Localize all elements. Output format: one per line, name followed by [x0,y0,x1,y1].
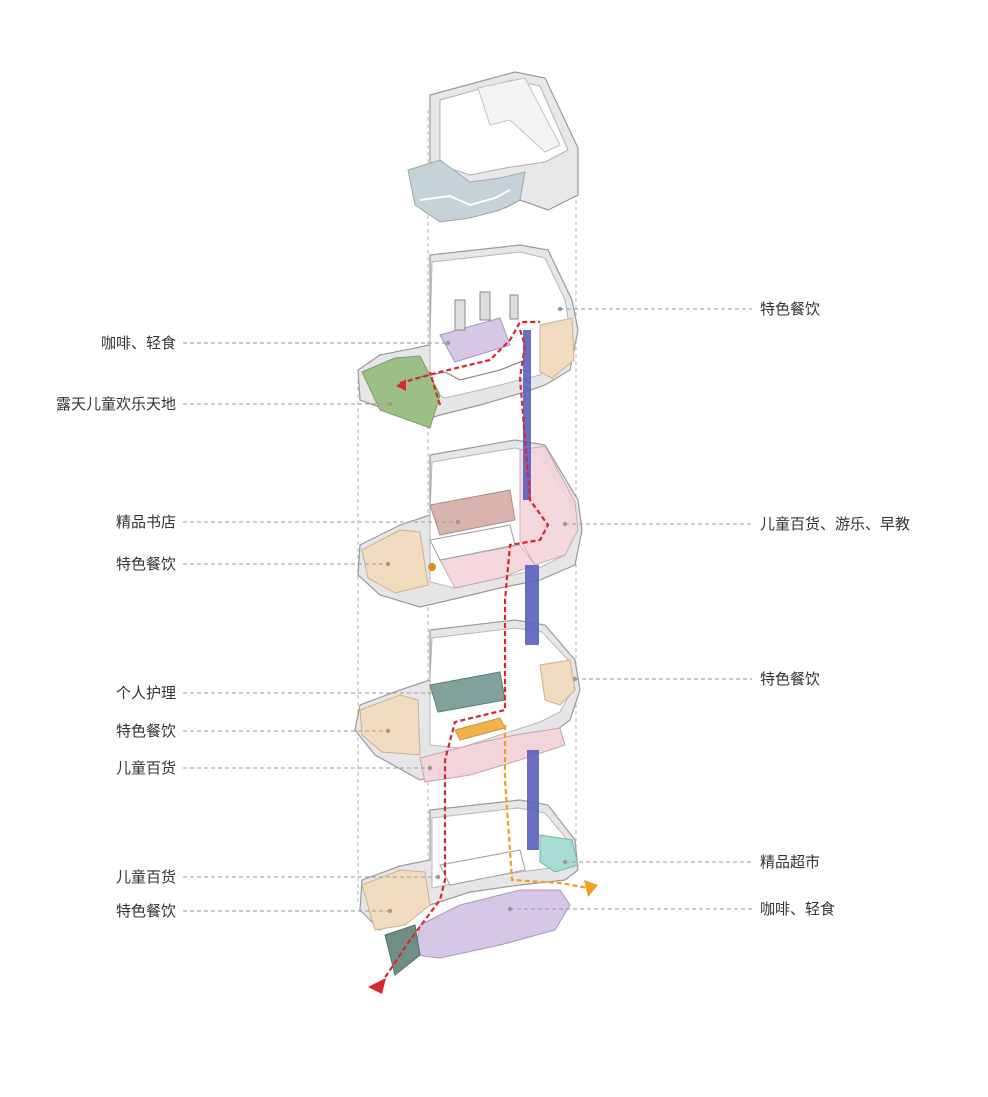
label-specialty-dining-f3-left: 特色餐饮 [115,555,176,573]
label-boutique-bookstore: 精品书店 [115,513,176,531]
label-kids-department-f2: 儿童百货 [115,759,176,777]
projection-guides [357,110,577,905]
level-3 [357,439,583,608]
red-circulation-route [379,320,550,986]
entry-arrow-red [368,978,386,994]
orange-circulation-route [503,725,589,890]
elevator-shaft [523,330,539,850]
level-2 [354,619,581,783]
label-specialty-dining-f1-left: 特色餐饮 [115,902,176,920]
arrowhead-red-left [396,379,406,391]
label-boutique-supermarket: 精品超市 [760,853,821,871]
level-4 [357,244,579,429]
leader-lines [183,308,752,912]
label-kids-department-f1: 儿童百货 [115,868,176,886]
label-outdoor-kids-park: 露天儿童欢乐天地 [55,395,176,413]
roof-level [407,71,579,223]
level-1 [359,799,579,976]
leader-endpoints [385,306,578,914]
label-specialty-dining-f4-right: 特色餐饮 [760,300,821,318]
entry-arrow-orange [584,880,598,897]
label-specialty-dining-f2-right: 特色餐饮 [760,670,821,688]
label-cafe-light-food-f1: 咖啡、轻食 [760,900,836,918]
label-specialty-dining-f2-left: 特色餐饮 [115,722,176,740]
label-cafe-light-food-f4: 咖啡、轻食 [100,334,176,352]
label-kids-dept-play-edu: 儿童百货、游乐、早教 [760,515,911,533]
label-personal-care: 个人护理 [115,684,176,702]
